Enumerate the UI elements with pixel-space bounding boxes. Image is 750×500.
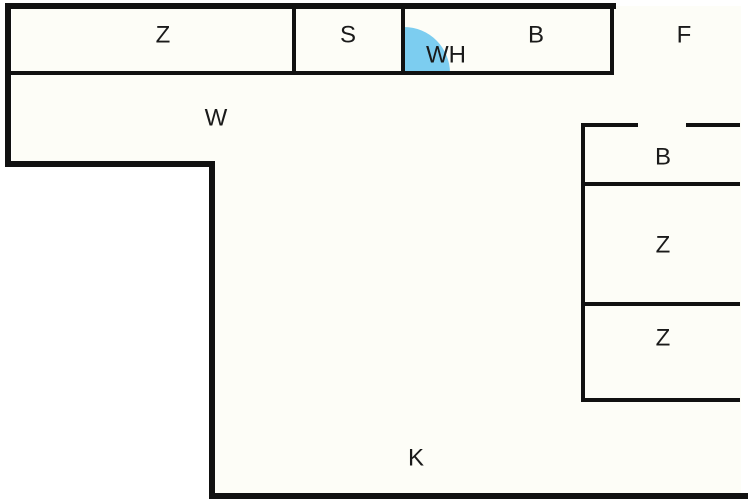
floor-area	[12, 6, 741, 496]
room-label-k: K	[408, 445, 424, 472]
interior-walls	[8, 4, 740, 402]
room-label-z-right-2: Z	[656, 325, 671, 352]
water-heater-symbol	[404, 27, 450, 73]
room-label-w: W	[205, 105, 228, 132]
outer-walls	[5, 3, 748, 499]
room-label-z-right-1: Z	[656, 232, 671, 259]
room-label-f: F	[677, 22, 692, 49]
room-label-b-right: B	[655, 144, 671, 171]
room-label-s: S	[340, 22, 356, 49]
room-label-z-top: Z	[156, 22, 171, 49]
room-label-b-top: B	[528, 22, 544, 49]
room-label-wh: WH	[426, 42, 466, 69]
